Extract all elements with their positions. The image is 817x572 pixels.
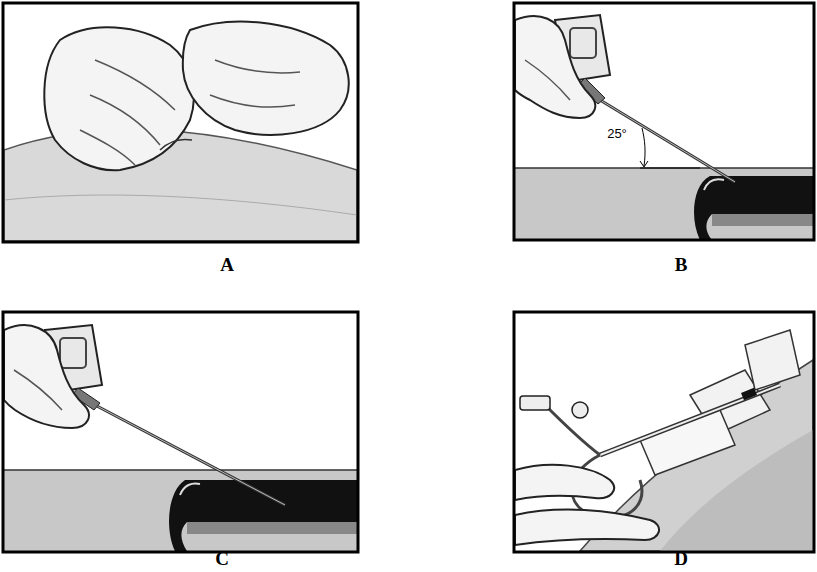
- panel-letter: C: [215, 548, 229, 570]
- angle-label: 25°: [606, 126, 628, 141]
- panel-letter: A: [220, 254, 234, 276]
- panel-frame: [514, 3, 814, 240]
- panel-letter: B: [675, 254, 688, 276]
- panel-frame: [514, 312, 814, 552]
- panel-c-art: [4, 313, 357, 551]
- panel-letter: D: [674, 548, 688, 570]
- panel-b-art: [515, 4, 813, 239]
- panel-a-art: [4, 4, 357, 241]
- panel-d-art: [515, 313, 813, 551]
- panel-frame: [3, 312, 358, 552]
- panel-frame: [3, 3, 358, 242]
